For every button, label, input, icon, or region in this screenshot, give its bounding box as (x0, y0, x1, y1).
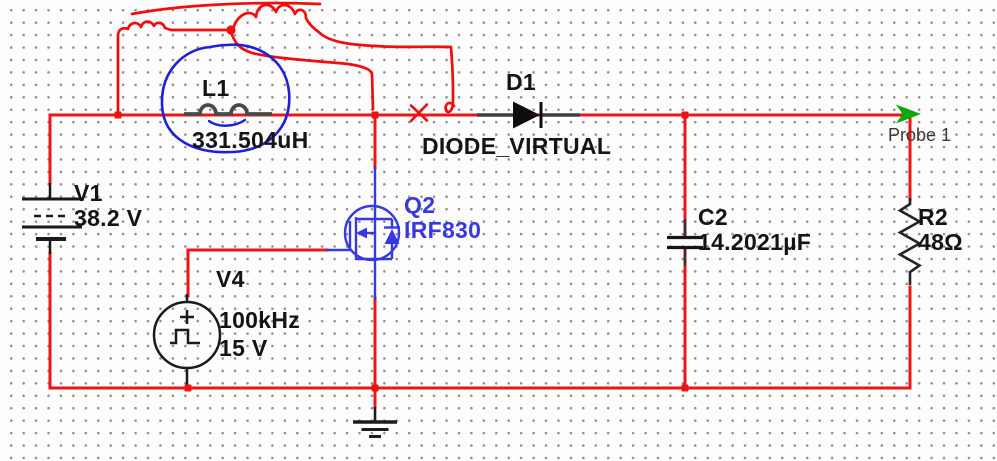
d1-diode-symbol[interactable] (477, 101, 580, 129)
c2-capacitor-symbol[interactable] (667, 219, 703, 266)
r2-value-label[interactable]: 48Ω (918, 229, 963, 255)
freehand-red-annotation (116, 1, 456, 117)
v1-dc-source-symbol[interactable] (22, 183, 82, 254)
c2-ref-label[interactable]: C2 (698, 204, 729, 230)
v4-pulse-source-symbol[interactable] (152, 294, 222, 386)
r2-resistor-symbol[interactable] (897, 198, 923, 285)
v1-value-label[interactable]: 38.2 V (74, 205, 143, 231)
probe1-label[interactable]: Probe 1 (888, 125, 952, 145)
d1-ref-label[interactable]: D1 (506, 69, 537, 95)
q2-value-label[interactable]: IRF830 (404, 217, 482, 243)
x-mark-annotation (409, 103, 429, 123)
q2-mosfet-symbol[interactable] (326, 166, 401, 300)
q2-ref-label[interactable]: Q2 (404, 192, 436, 218)
v1-ref-label[interactable]: V1 (74, 180, 103, 206)
junction-dots (114, 111, 689, 392)
v4-volt-label[interactable]: 15 V (219, 335, 268, 361)
d1-value-label[interactable]: DIODE_VIRTUAL (422, 133, 612, 159)
c2-value-label[interactable]: 14.2021µF (698, 229, 812, 255)
blue-circle-annotation (160, 43, 291, 154)
v4-freq-label[interactable]: 100kHz (219, 307, 301, 333)
l1-inductor-symbol[interactable] (184, 103, 272, 116)
probe1-arrow-icon[interactable] (896, 104, 921, 124)
l1-ref-label[interactable]: L1 (202, 75, 230, 101)
r2-ref-label[interactable]: R2 (918, 204, 949, 230)
l1-value-label[interactable]: 331.504uH (192, 127, 309, 153)
v4-ref-label[interactable]: V4 (216, 266, 245, 292)
ground-symbol[interactable] (353, 407, 397, 438)
